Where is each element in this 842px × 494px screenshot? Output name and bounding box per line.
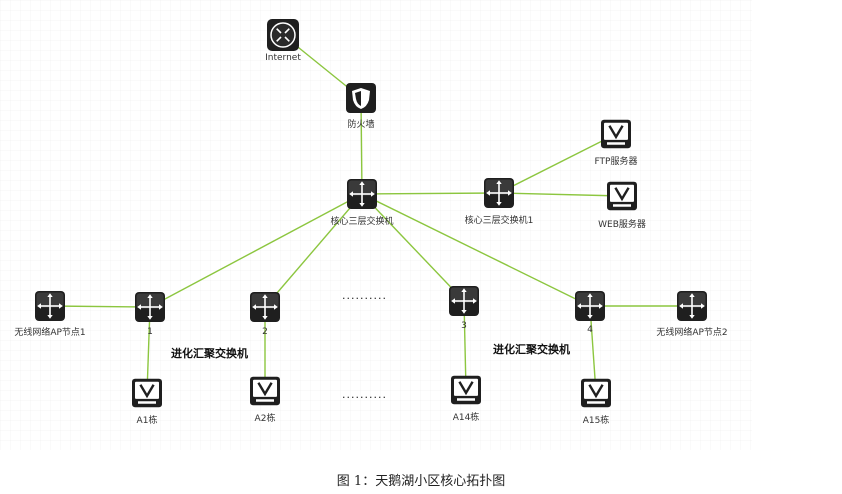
- firewall-label: 防火墙: [347, 120, 375, 130]
- link-core-core1: [361, 192, 500, 195]
- core-switch-label: 核心三层交换机: [330, 217, 394, 227]
- server-icon: [581, 378, 611, 408]
- link-core-agg3: [361, 193, 465, 302]
- figure-caption: 图 1：天鹅湖小区核心拓扑图: [336, 474, 506, 489]
- building-a2-label: A2栋: [254, 414, 276, 424]
- building-a14-label: A14栋: [452, 413, 480, 423]
- switch-icon: [677, 291, 707, 321]
- link-core1-web: [498, 192, 623, 197]
- agg-switch-4-label: 4: [587, 325, 593, 335]
- devices-layer: [35, 19, 707, 408]
- link-core-agg1: [149, 193, 363, 308]
- core-switch-1-label: 核心三层交换机1: [464, 216, 534, 226]
- ellipsis-top: ..........: [342, 289, 387, 302]
- grid-background: [0, 0, 752, 450]
- server-icon: [451, 375, 481, 405]
- switch-icon: [449, 286, 479, 316]
- agg-switch-3-label: 3: [461, 321, 467, 331]
- building-a15-label: A15栋: [582, 416, 610, 426]
- server-icon: [607, 181, 637, 211]
- aggregation-label-right: 进化汇聚交换机: [493, 343, 570, 356]
- switch-icon: [575, 291, 605, 321]
- link-firewall-core: [360, 97, 363, 195]
- building-a1-label: A1栋: [136, 416, 158, 426]
- firewall-icon: [346, 83, 376, 113]
- web-server-label: WEB服务器: [598, 220, 646, 230]
- server-icon: [601, 119, 631, 149]
- link-core1-ftp: [498, 133, 617, 194]
- switch-icon: [135, 292, 165, 322]
- switch-icon: [484, 178, 514, 208]
- router-icon: [267, 19, 299, 51]
- switch-icon: [35, 291, 65, 321]
- link-ap1-agg1: [49, 305, 151, 308]
- link-core-agg2: [264, 193, 363, 308]
- switch-icon: [250, 292, 280, 322]
- internet-label: Internet: [265, 53, 301, 63]
- server-icon: [250, 376, 280, 406]
- server-icon: [132, 378, 162, 408]
- ap-node-2-label: 无线网络AP节点2: [656, 328, 728, 338]
- links-layer: [49, 34, 692, 394]
- link-core-agg4: [361, 193, 591, 307]
- ap-node-1-label: 无线网络AP节点1: [14, 328, 86, 338]
- agg-switch-1-label: 1: [147, 327, 153, 337]
- switch-icon: [347, 179, 377, 209]
- ftp-server-label: FTP服务器: [594, 157, 638, 167]
- aggregation-label-left: 进化汇聚交换机: [171, 347, 248, 360]
- agg-switch-2-label: 2: [262, 327, 268, 337]
- ellipsis-bottom: ..........: [342, 388, 387, 401]
